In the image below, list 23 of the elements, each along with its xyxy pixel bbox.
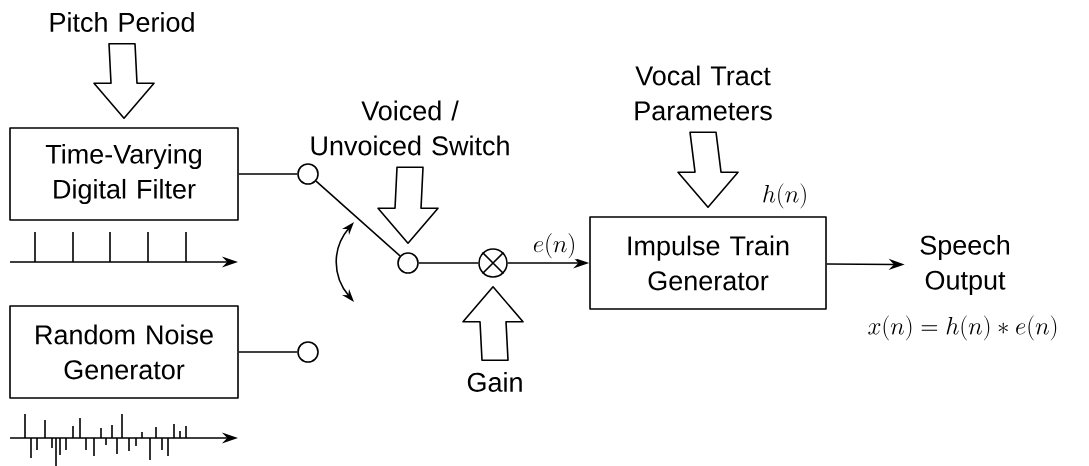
signal-line xyxy=(238,351,298,353)
switch-label: Voiced / Unvoiced Switch xyxy=(311,100,509,156)
signal-line xyxy=(418,262,479,264)
process-box: Random Noise Generator xyxy=(9,305,239,399)
formula-label: $x(n) = h(n) * e(n)$ xyxy=(868,315,1057,341)
edge-label: $e(n)$ xyxy=(533,233,574,259)
switch-contact xyxy=(297,163,319,185)
switch-contact xyxy=(297,341,319,363)
input-label: Gain xyxy=(467,372,522,392)
input-label: Vocal Tract Parameters xyxy=(635,65,772,121)
multiplier-symbol xyxy=(478,248,508,278)
formula-label: $h(n)$ xyxy=(763,183,806,209)
process-box: Time-Varying Digital Filter xyxy=(9,127,239,221)
signal-line xyxy=(315,180,401,257)
process-box: Impulse Train Generator xyxy=(589,216,827,310)
block-arrow xyxy=(462,286,524,362)
output-label: Speech Output xyxy=(920,234,1010,296)
block-arrow xyxy=(93,42,155,119)
input-label: Pitch Period xyxy=(50,12,194,32)
signal-line xyxy=(238,173,298,175)
switch-contact xyxy=(397,252,419,274)
block-arrow xyxy=(377,166,439,244)
block-arrow xyxy=(677,131,739,208)
